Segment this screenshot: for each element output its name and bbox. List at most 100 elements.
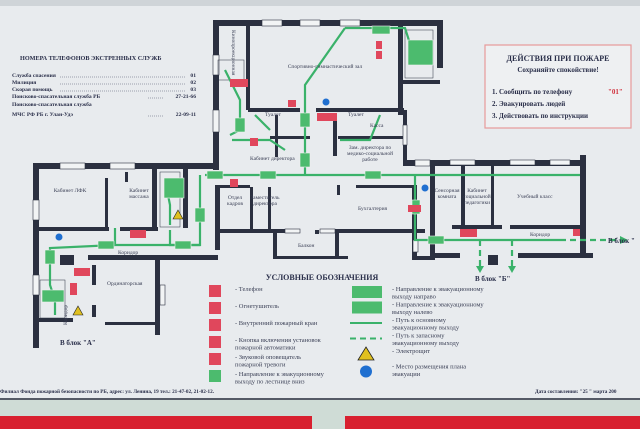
room-ordinator: Ординаторская [107, 281, 143, 287]
red-sign-left [0, 416, 312, 429]
legend-label: - Направление к эвакуционному [235, 371, 325, 378]
hydrant-icon [130, 230, 146, 238]
phones-title: НОМЕРА ТЕЛЕФОНОВ ЭКСТРЕННЫХ СЛУЖБ [20, 55, 161, 62]
legend-label: - Место размещения плана [392, 364, 466, 371]
plan-location-icon [360, 365, 372, 378]
extinguisher-icon [209, 302, 221, 314]
stair-down-sign [163, 177, 185, 199]
legend-label: выходу по лестнице вниз [235, 379, 305, 386]
exit-left-sign [206, 170, 224, 180]
legend-label: - Электрощит [392, 348, 430, 355]
electrical-panel-icon [172, 209, 184, 220]
exit-left-sign [97, 240, 115, 250]
hydrant-icon [460, 229, 477, 237]
exit-left-icon [352, 301, 382, 314]
exit-stair-sign [44, 249, 56, 265]
button-icon [230, 179, 238, 187]
phone-service-label: Скорая помощь [12, 87, 52, 93]
extinguisher-icon [70, 283, 77, 295]
phone-number: 02 [190, 80, 196, 86]
exit-left-sign [364, 170, 382, 180]
red-sign-right [345, 416, 640, 429]
exit-stair-sign [299, 152, 311, 168]
legend-label: - Направление к эвакуационному [392, 302, 484, 309]
hydrant-icon [209, 319, 221, 331]
phone-icon [209, 285, 221, 297]
room-lfk: Кабинет ЛФК [53, 188, 87, 194]
hydrant-icon [408, 205, 421, 212]
legend-label: эвакуационному выходу [392, 340, 460, 347]
room-toilet: Туалет [265, 112, 281, 118]
legend-label: пожарной автоматики [235, 345, 296, 352]
exit-left-sign [259, 170, 277, 180]
plan-location-icon [421, 184, 429, 192]
exit-left-sign [427, 235, 445, 245]
room-social-ped: Кабинет социальной педагогики [463, 188, 491, 206]
exit-block-a: В блок "А" [60, 339, 96, 347]
fire-equipment [55, 41, 580, 316]
legend-title: УСЛОВНЫЕ ОБОЗНАЧЕНИЯ [266, 273, 379, 282]
room-cash: Касса [370, 123, 384, 129]
legend-label: - Телефон [235, 286, 263, 293]
legend: УСЛОВНЫЕ ОБОЗНАЧЕНИЯ - Телефон - Огнетуши… [209, 273, 484, 386]
room-director-label: Кабинет директора [250, 155, 295, 162]
phone-service-label: Служба спасения [12, 72, 56, 79]
stair-down-sign [41, 289, 65, 303]
exit-block-v: В блок " [608, 237, 635, 245]
exit-stair-sign [234, 117, 246, 133]
button-icon [573, 229, 580, 236]
room-labels: Спортивно-гимнастический зал Кинопроекци… [53, 30, 635, 347]
phone-number: 01 [190, 73, 196, 79]
room-deputy: Заместитель директора [250, 195, 280, 207]
exit-stair-sign [194, 207, 206, 223]
room-sensory: Сенсорная комната [434, 188, 460, 200]
legend-label: - Путь к основному [392, 317, 447, 324]
phone-service-label: МЧС РФ РБ г. Улан-Удэ [12, 112, 74, 118]
legend-label: - Направление к эвакуационному [392, 286, 484, 293]
room-corridor: Коридор [63, 305, 69, 325]
room-toilet: Туалет [348, 112, 364, 118]
legend-label: эвакуации [392, 371, 421, 378]
hydrant-icon [317, 113, 337, 121]
room-deputy-medical: Зам. директора по медико-социальной рабо… [346, 145, 394, 163]
alarm-icon [74, 268, 90, 276]
stair-down-sign [407, 39, 434, 66]
room-hr: Отдел кадров [227, 195, 243, 207]
room-corridor: Коридор [530, 232, 550, 238]
legend-label: - Звуковой оповещатель [235, 354, 301, 361]
room-corridor: Коридор [118, 250, 138, 256]
phone-service-label: Милиция [12, 80, 36, 86]
legend-label: - Внутренний пожарный кран [235, 320, 318, 327]
electrical-panel-icon [357, 346, 375, 361]
frame-edge [0, 398, 640, 400]
exit-right-sign [371, 25, 391, 35]
exit-right-icon [352, 286, 382, 298]
stair-down-icon [209, 370, 221, 382]
legend-label: выходу направо [392, 294, 436, 301]
building-walls [32, 19, 593, 348]
hydrant-icon [230, 79, 248, 87]
footer-org: Филиал Фонда пожарной безопасности по РБ… [0, 388, 215, 395]
extinguisher-icon [376, 51, 382, 59]
room-classroom: Учебный класс [517, 193, 553, 200]
exit-block-b: В блок "Б" [475, 275, 510, 283]
exit-left-sign [174, 240, 192, 250]
alarm-icon [288, 100, 296, 107]
phone-icon [250, 138, 258, 146]
legend-label: выходу налево [392, 309, 433, 316]
room-projection: Кинопроекционная [230, 30, 236, 76]
exit-stair-sign [299, 112, 311, 128]
room-director: Кабинет директора [250, 155, 295, 162]
electrical-panel-icon [72, 305, 84, 316]
plan-location-icon [55, 233, 63, 241]
room-massage: Кабинет массажа [129, 188, 149, 200]
legend-label: - Огнетушитель [235, 303, 279, 310]
action-step-1: 1. Сообщить по телефону [492, 88, 573, 96]
exit-signs [41, 25, 445, 303]
room-balcony: Балкон [298, 243, 315, 249]
legend-label: - Кнопка включения установок [235, 337, 322, 344]
room-gym: Спортивно-гимнастический зал [288, 63, 363, 70]
fire-number: "01" [608, 88, 623, 96]
extinguisher-icon [376, 41, 382, 49]
